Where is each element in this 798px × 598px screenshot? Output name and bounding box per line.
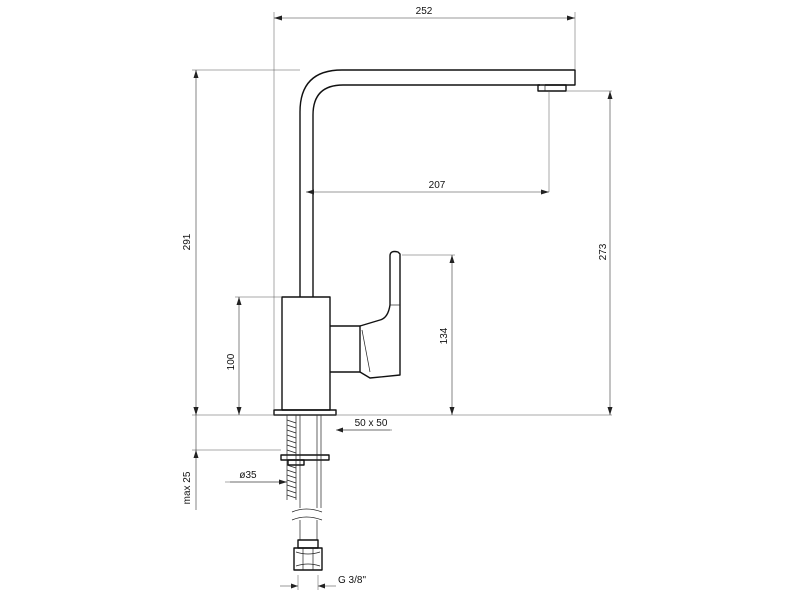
reach-label: 207 bbox=[429, 180, 446, 191]
hole-diameter-label: ø35 bbox=[239, 470, 257, 481]
break-mark bbox=[291, 508, 323, 513]
spout-inner bbox=[312, 84, 540, 297]
base-size-label: 50 x 50 bbox=[355, 418, 388, 429]
body-height-label: 100 bbox=[226, 353, 237, 370]
dimension-labels: 252 207 291 273 134 100 50 x 50 ø35 max … bbox=[182, 6, 609, 586]
lever-handle bbox=[359, 250, 401, 379]
mixer-body bbox=[281, 296, 331, 411]
lever-height-label: 134 bbox=[439, 327, 450, 344]
total-height-label: 291 bbox=[182, 233, 193, 250]
spout-outer bbox=[299, 69, 576, 297]
dimension-lines bbox=[193, 15, 613, 589]
max-thickness-label: max 25 bbox=[182, 471, 193, 504]
faucet-outline bbox=[273, 69, 576, 571]
mounting-plate bbox=[280, 454, 330, 461]
base-plate bbox=[273, 409, 337, 416]
aerator bbox=[537, 84, 567, 92]
extension-lines bbox=[192, 12, 612, 590]
threaded-rod bbox=[286, 415, 297, 500]
overall-width-label: 252 bbox=[416, 6, 433, 17]
spout-height-label: 273 bbox=[598, 243, 609, 260]
lever-neck bbox=[330, 325, 361, 373]
connection-thread-label: G 3/8" bbox=[338, 575, 366, 586]
hose-connector-nut bbox=[293, 539, 323, 571]
